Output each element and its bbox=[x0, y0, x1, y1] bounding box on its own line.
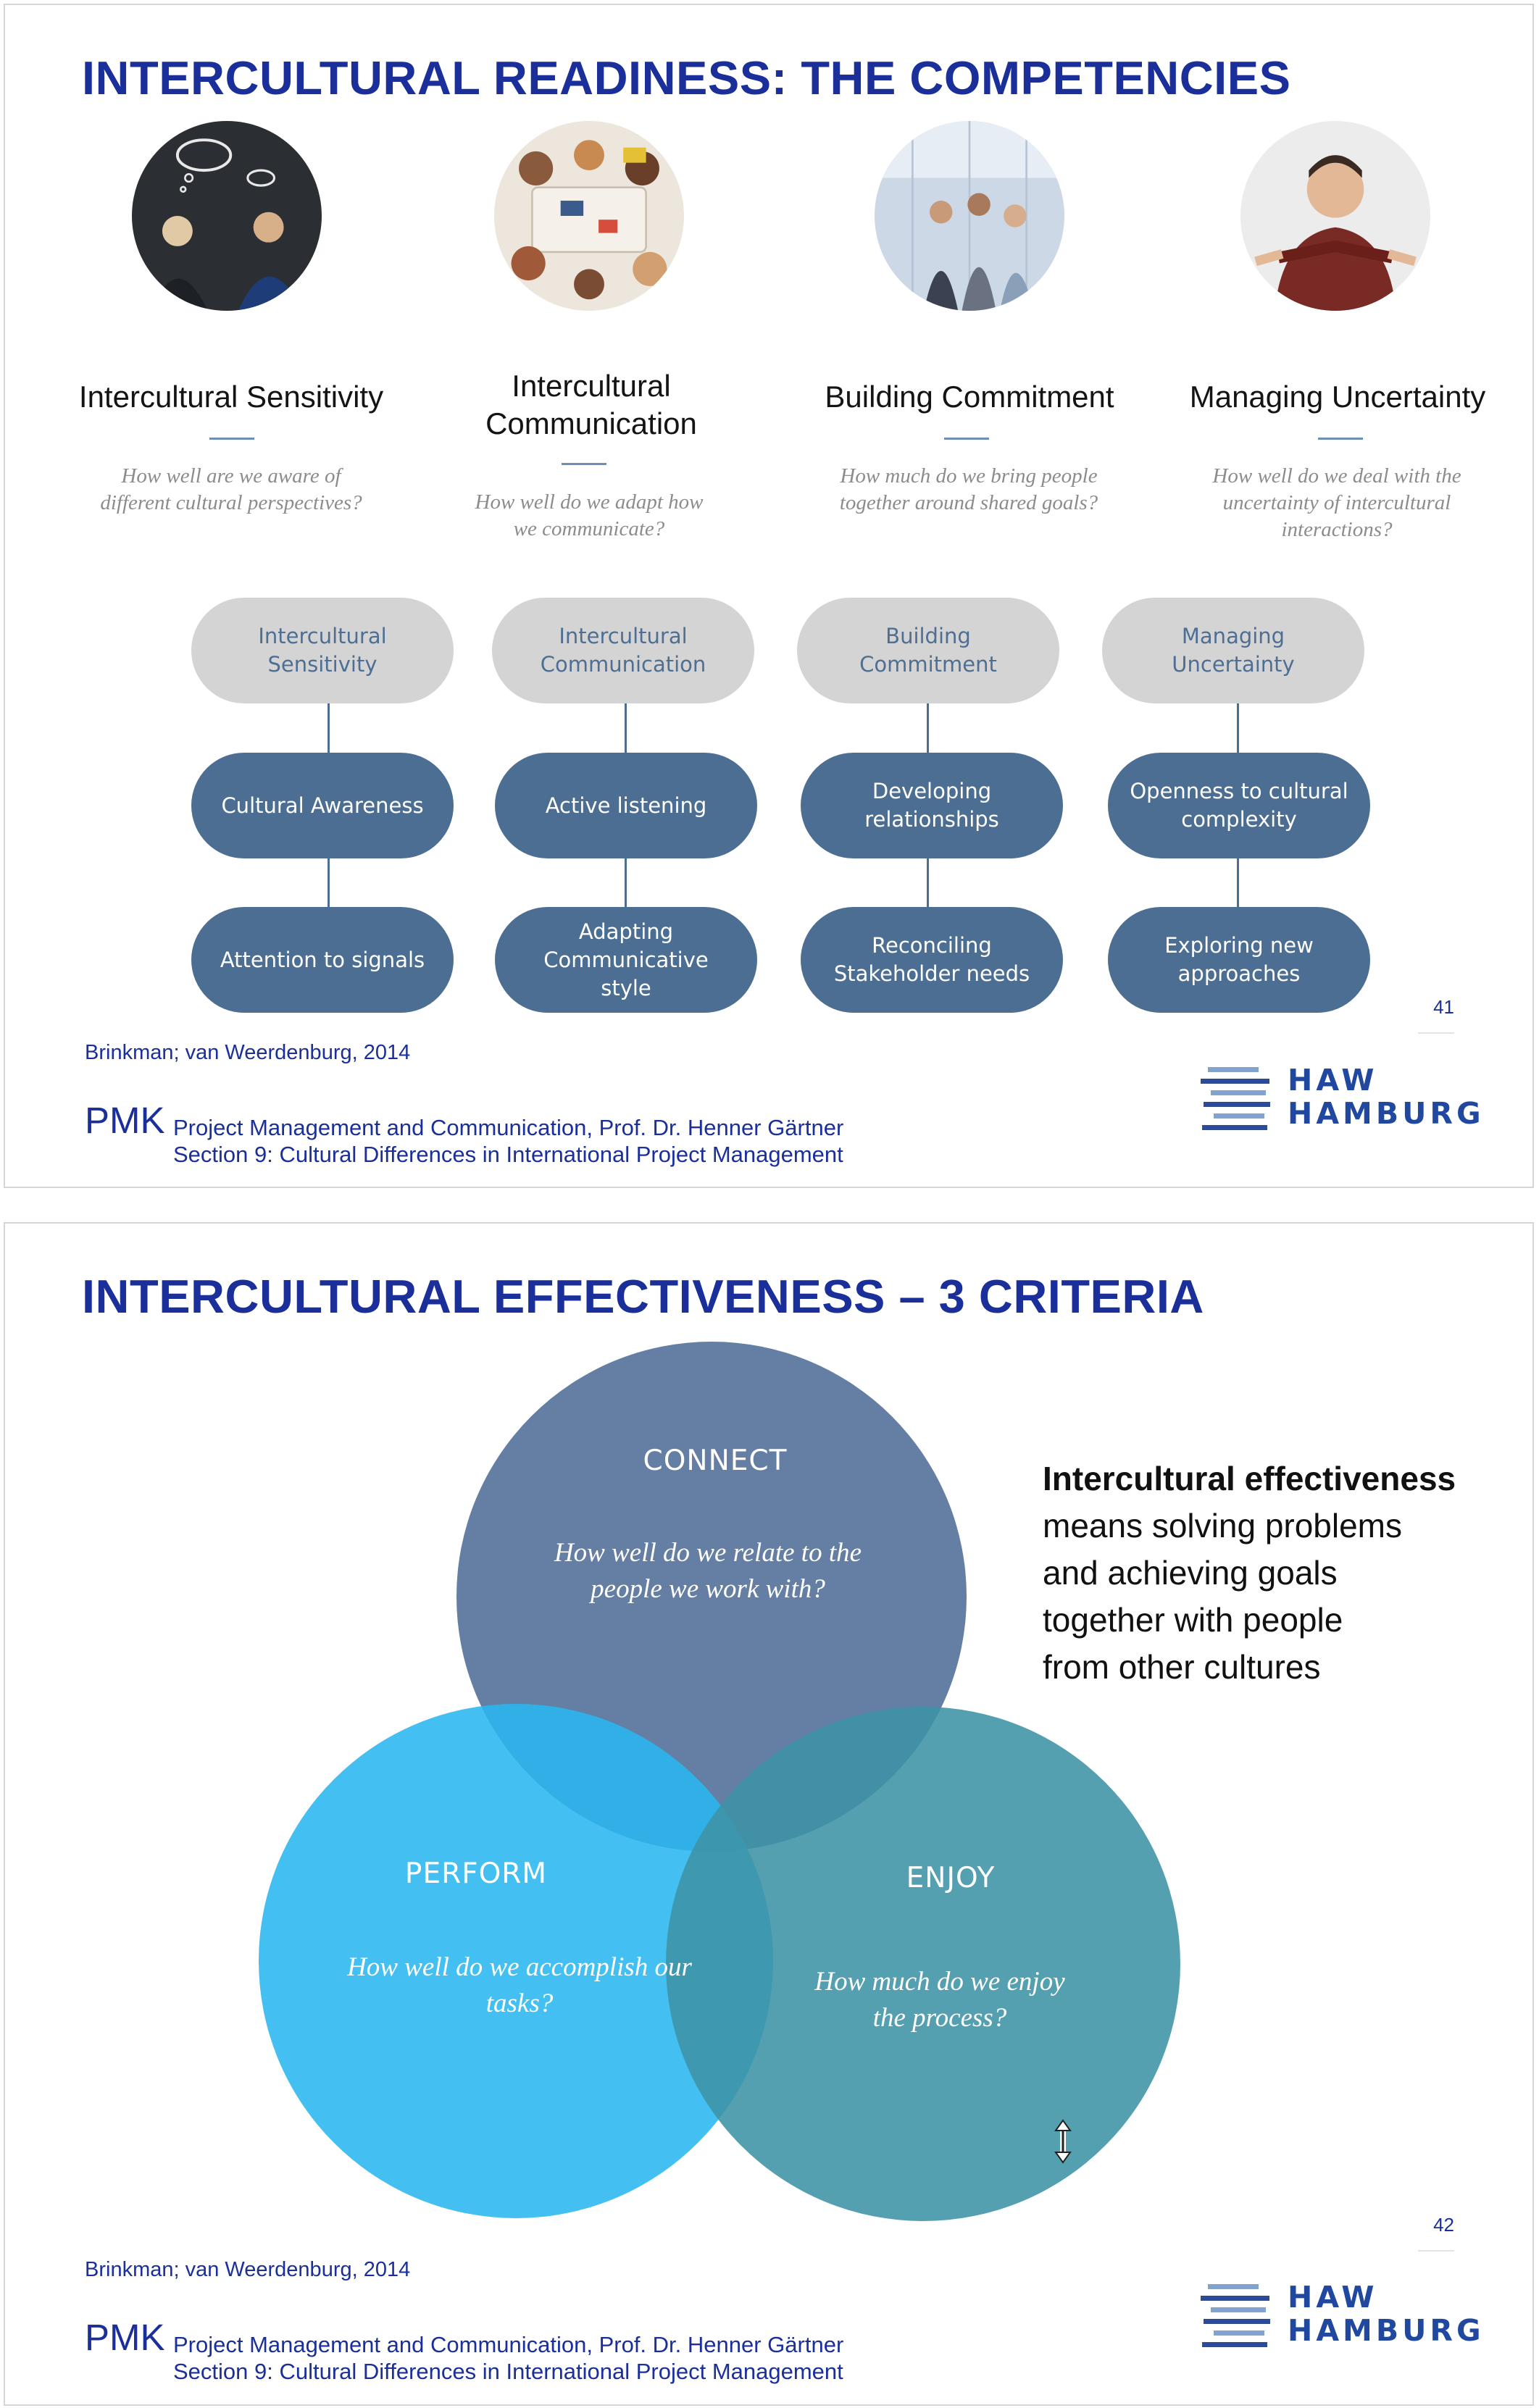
footer-pmk: PMK bbox=[85, 1100, 165, 1141]
slide-42: INTERCULTURAL EFFECTIVENESS – 3 CRITERIA… bbox=[4, 1222, 1534, 2406]
venn-title-connect: CONNECT bbox=[643, 1445, 788, 1477]
tree-node-active-listening: Active listening bbox=[495, 753, 757, 858]
source-citation: Brinkman; van Weerdenburg, 2014 bbox=[85, 2258, 411, 2281]
venn-title-perform: PERFORM bbox=[404, 1857, 548, 1890]
resize-vertical-cursor-icon bbox=[1054, 2119, 1072, 2164]
tree-connector bbox=[625, 703, 627, 754]
competency-divider bbox=[209, 438, 254, 440]
competency-question-commitment: How much do we bring people together aro… bbox=[839, 464, 1098, 514]
photo-uncertainty bbox=[1240, 121, 1430, 311]
venn-question-connect: How well do we relate to the people we w… bbox=[554, 1538, 862, 1604]
page-number: 42 bbox=[1433, 2214, 1454, 2236]
tree-connector bbox=[328, 703, 330, 754]
slide-title: INTERCULTURAL EFFECTIVENESS – 3 CRITERIA bbox=[82, 1270, 1204, 1323]
tree-head-commitment: Building Commitment bbox=[797, 598, 1059, 703]
tree-node-developing-relationships: Developing relationships bbox=[801, 753, 1063, 858]
page-number-rule bbox=[1418, 2250, 1454, 2252]
footer-course: Project Management and Communication, Pr… bbox=[173, 1115, 844, 1140]
venn-question-perform: How well do we accomplish our tasks? bbox=[347, 1952, 692, 2018]
footer-course: Project Management and Communication, Pr… bbox=[173, 2332, 844, 2357]
tree-head-uncertainty: Managing Uncertainty bbox=[1102, 598, 1364, 703]
tree-node-exploring-approaches: Exploring new approaches bbox=[1108, 907, 1370, 1013]
haw-hamburg-logo: HAW HAMBURG bbox=[1201, 2281, 1481, 2354]
tree-node-adapting-style: Adapting Communicative style bbox=[495, 907, 757, 1013]
tree-head-sensitivity: Intercultural Sensitivity bbox=[191, 598, 454, 703]
tree-connector bbox=[927, 858, 929, 909]
tree-connector bbox=[927, 703, 929, 754]
competency-question-uncertainty: How well do we deal with the uncertainty… bbox=[1212, 464, 1461, 541]
tree-node-attention-to-signals: Attention to signals bbox=[191, 907, 454, 1013]
photo-commitment bbox=[875, 121, 1064, 311]
competency-divider bbox=[562, 463, 606, 465]
tree-connector bbox=[625, 858, 627, 909]
definition-text: Intercultural effectiveness means solvin… bbox=[1043, 1455, 1521, 1691]
footer-section: Section 9: Cultural Differences in Inter… bbox=[173, 2359, 843, 2384]
competency-name-communication: Intercultural Communication bbox=[485, 369, 697, 440]
photo-communication bbox=[494, 121, 684, 311]
source-citation: Brinkman; van Weerdenburg, 2014 bbox=[85, 1041, 411, 1064]
venn-circle-enjoy bbox=[666, 1707, 1180, 2221]
haw-hamburg-logo: HAW HAMBURG bbox=[1201, 1064, 1481, 1137]
venn-circle-perform bbox=[259, 1704, 773, 2218]
venn-question-enjoy: How much do we enjoy the process? bbox=[814, 1967, 1065, 2033]
competency-name-sensitivity: Intercultural Sensitivity bbox=[78, 380, 384, 414]
definition-heading: Intercultural effectiveness bbox=[1043, 1460, 1456, 1497]
competency-name-uncertainty: Managing Uncertainty bbox=[1189, 380, 1486, 414]
slide-title: INTERCULTURAL READINESS: THE COMPETENCIE… bbox=[82, 51, 1291, 104]
footer-section: Section 9: Cultural Differences in Inter… bbox=[173, 1142, 843, 1167]
competency-question-communication: How well do we adapt how we communicate? bbox=[475, 490, 704, 540]
competency-question-sensitivity: How well are we aware of different cultu… bbox=[100, 464, 362, 514]
tree-connector bbox=[328, 858, 330, 909]
definition-line: means solving problems bbox=[1043, 1507, 1403, 1544]
definition-line: and achieving goals bbox=[1043, 1554, 1338, 1592]
definition-line: from other cultures bbox=[1043, 1648, 1321, 1686]
venn-diagram bbox=[259, 1342, 1180, 2221]
venn-title-enjoy: ENJOY bbox=[906, 1862, 996, 1894]
tree-node-openness: Openness to cultural complexity bbox=[1108, 753, 1370, 858]
photo-sensitivity bbox=[132, 121, 322, 311]
tree-connector bbox=[1237, 858, 1239, 909]
tree-head-communication: Intercultural Communication bbox=[492, 598, 754, 703]
competency-name-commitment: Building Commitment bbox=[825, 380, 1114, 414]
competency-divider bbox=[944, 438, 989, 440]
tree-node-reconciling-needs: Reconciling Stakeholder needs bbox=[801, 907, 1063, 1013]
slide-41: INTERCULTURAL READINESS: THE COMPETENCIE… bbox=[4, 4, 1534, 1188]
definition-line: together with people bbox=[1043, 1601, 1343, 1639]
tree-connector bbox=[1237, 703, 1239, 754]
page-number-rule bbox=[1418, 1032, 1454, 1034]
tree-node-cultural-awareness: Cultural Awareness bbox=[191, 753, 454, 858]
page-number: 41 bbox=[1433, 996, 1454, 1018]
footer-pmk: PMK bbox=[85, 2317, 165, 2358]
competency-divider bbox=[1318, 438, 1363, 440]
